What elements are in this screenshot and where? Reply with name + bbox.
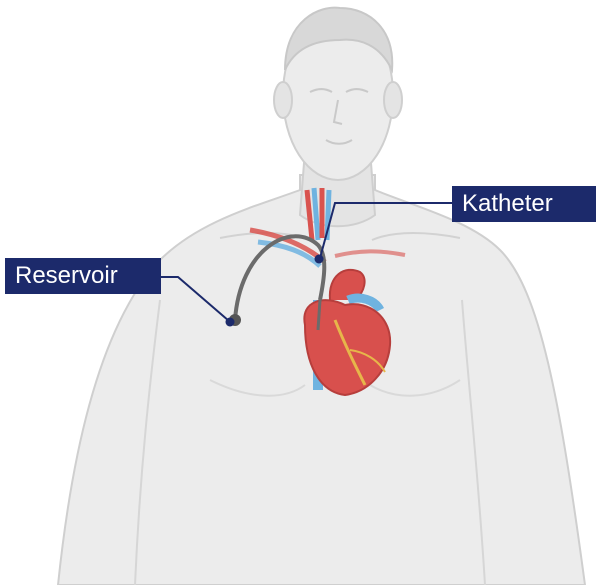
left-ear [274, 82, 292, 118]
right-ear [384, 82, 402, 118]
katheter-label: Katheter [452, 186, 596, 222]
reservoir-label: Reservoir [5, 258, 161, 294]
catheter-marker [315, 255, 324, 264]
catheter-tip [318, 300, 320, 330]
